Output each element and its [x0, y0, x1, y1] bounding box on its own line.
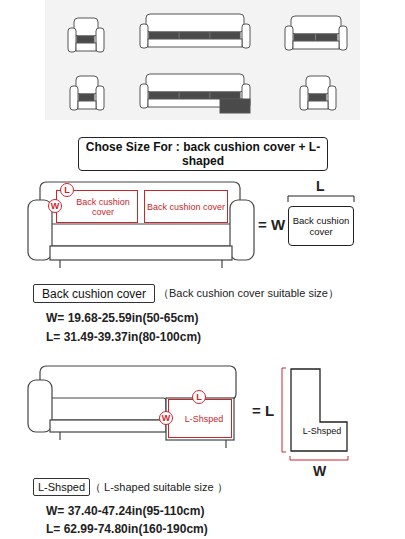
node-text: Chose Size For : back cushion cover + L-…	[79, 140, 327, 168]
l-shape-border	[290, 368, 348, 452]
l-sofa-drawing	[28, 366, 236, 448]
dimension-marker: L	[60, 183, 74, 197]
node-text: Back cushion cover	[42, 287, 146, 301]
chaise-icon	[220, 99, 250, 113]
cushion-size-box: Back cushion cover	[288, 206, 354, 246]
sofa-drawing	[28, 182, 254, 268]
section-tag: L-Shsped	[33, 478, 90, 496]
dimension-label: L	[316, 178, 325, 194]
dimension-label: W	[313, 463, 326, 479]
dimension-marker: W	[159, 411, 173, 425]
node-text: Back cushion cover	[69, 197, 137, 217]
dimension-bracket	[282, 368, 348, 460]
sofa-icons	[68, 14, 347, 113]
node-text: L-Shsped	[38, 481, 85, 493]
section-note: （ L-shaped suitable size ）	[90, 480, 228, 495]
size-range: W= 37.40-47.24in(95-110cm)	[46, 504, 204, 518]
cushion-area: Back cushion cover	[144, 190, 228, 223]
section-note: （Back cushion cover suitable size）	[158, 286, 339, 301]
node-text: L-Shsped	[185, 414, 224, 424]
icon-band	[45, 0, 360, 120]
size-range: L= 62.99-74.80in(160-190cm)	[46, 522, 208, 536]
chaise-area: L-Shsped	[168, 399, 232, 438]
sofa-icon	[70, 76, 104, 110]
heading-box: Chose Size For : back cushion cover + L-…	[78, 137, 328, 171]
section-tag: Back cushion cover	[33, 284, 155, 303]
size-range: W= 19.68-25.59in(50-65cm)	[46, 311, 198, 325]
dimension-bracket	[288, 196, 354, 202]
dimension-marker: L	[192, 390, 206, 404]
equals-dimension: = W	[258, 216, 285, 233]
sofa-icon	[140, 14, 250, 48]
node-text: L-Shsped	[290, 426, 354, 436]
l-shape-outline: L-Shsped	[290, 368, 354, 452]
sofa-icon	[68, 18, 104, 52]
sofa-icon	[300, 76, 336, 110]
size-range: L= 31.49-39.37in(80-100cm)	[46, 330, 201, 344]
dimension-marker: W	[48, 199, 62, 213]
node-text: Back cushion cover	[292, 215, 350, 237]
sofa-icon	[285, 16, 347, 50]
equals-dimension: = L	[252, 402, 274, 419]
node-text: Back cushion cover	[147, 202, 225, 212]
